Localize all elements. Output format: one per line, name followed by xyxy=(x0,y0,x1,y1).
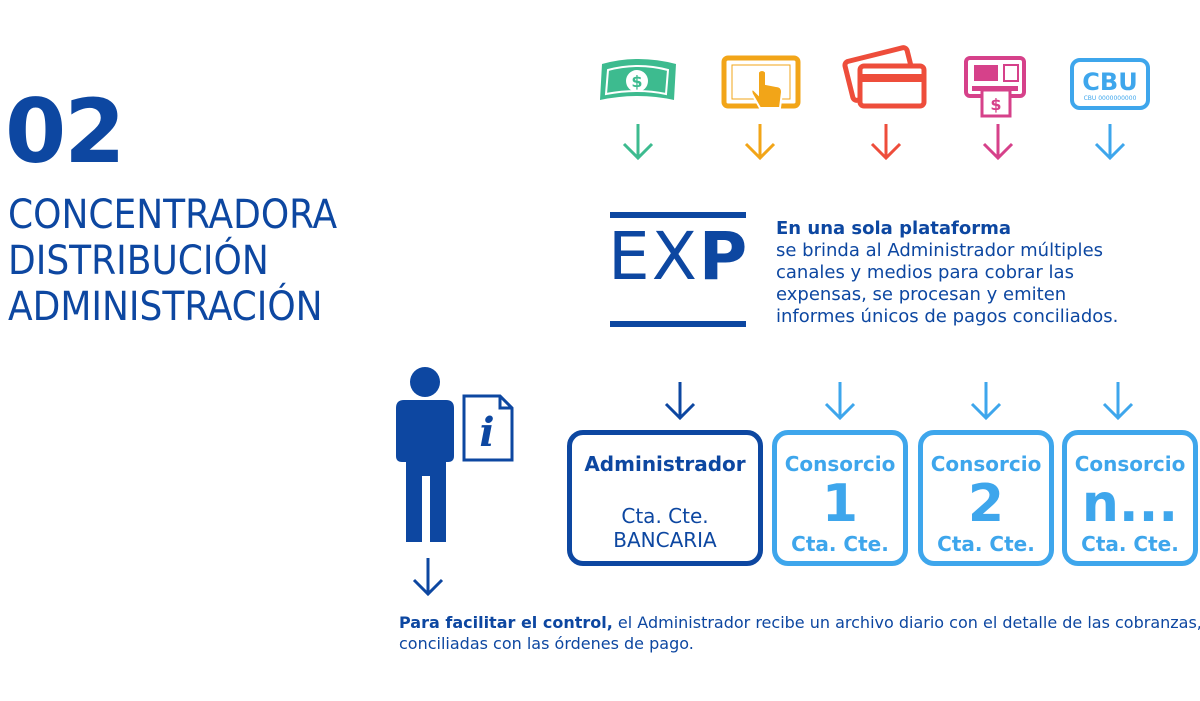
atm-icon: $ xyxy=(964,56,1026,118)
arrow-down-icon xyxy=(982,124,1014,161)
description-line: informes únicos de pagos conciliados. xyxy=(776,306,1119,327)
consorcio-box-n: Consorcio n... Cta. Cte. xyxy=(1062,430,1198,566)
admin-title: Administrador xyxy=(584,452,746,476)
consorcio-id: n... xyxy=(1081,474,1179,534)
person-info-icon: i xyxy=(396,367,514,542)
exp-logo-regular: EX xyxy=(608,218,699,295)
arrow-down-icon xyxy=(824,382,856,421)
admin-account-box: Administrador Cta. Cte. BANCARIA xyxy=(567,430,763,566)
svg-text:i: i xyxy=(479,409,494,456)
arrow-down-icon xyxy=(970,382,1002,421)
consorcio-title: Consorcio xyxy=(1074,452,1186,476)
footer-line-2: conciliadas con las órdenes de pago. xyxy=(399,634,694,653)
admin-account-type: Cta. Cte. BANCARIA xyxy=(572,504,758,552)
footer-note: Para facilitar el control, el Administra… xyxy=(399,612,1200,654)
consorcio-box-1: Consorcio 1 Cta. Cte. xyxy=(772,430,908,566)
footer-bold: Para facilitar el control, xyxy=(399,613,613,632)
consorcio-title: Consorcio xyxy=(930,452,1042,476)
consorcio-id: 2 xyxy=(967,474,1005,534)
footer-line-1: Para facilitar el control, el Administra… xyxy=(399,612,1200,633)
admin-account-line-1: Cta. Cte. xyxy=(621,504,709,528)
description-bold: En una sola plataforma xyxy=(776,218,1012,239)
arrow-down-icon xyxy=(1094,124,1126,161)
consorcio-account: Cta. Cte. xyxy=(791,532,889,556)
arrow-down-icon xyxy=(1102,382,1134,421)
section-title-line-3: ADMINISTRACIÓN xyxy=(8,284,323,330)
logo-bottom-bar xyxy=(610,321,746,327)
tablet-touch-icon xyxy=(721,55,801,109)
consorcio-title: Consorcio xyxy=(784,452,896,476)
description-line: se brinda al Administrador múltiples xyxy=(776,240,1104,261)
arrow-down-icon xyxy=(744,124,776,161)
description-line: canales y medios para cobrar las xyxy=(776,262,1074,283)
cbu-icon: CBU CBU 0000000000 xyxy=(1070,58,1150,110)
platform-description: En una sola plataforma se brinda al Admi… xyxy=(776,218,1118,328)
section-title-line-1: CONCENTRADORA xyxy=(8,192,338,238)
section-title-line-2: DISTRIBUCIÓN xyxy=(8,238,269,284)
consorcio-account: Cta. Cte. xyxy=(937,532,1035,556)
credit-cards-icon xyxy=(842,45,927,109)
logo-top-bar xyxy=(610,212,746,218)
cbu-label: CBU xyxy=(1082,68,1137,96)
description-line: expensas, se procesan y emiten xyxy=(776,284,1067,305)
arrow-down-icon xyxy=(664,382,696,421)
footer-line-1-rest: el Administrador recibe un archivo diari… xyxy=(612,613,1200,632)
arrow-down-icon xyxy=(622,124,654,161)
section-title: CONCENTRADORA DISTRIBUCIÓN ADMINISTRACIÓ… xyxy=(8,192,337,330)
svg-text:$: $ xyxy=(990,95,1001,114)
consorcio-id: 1 xyxy=(821,474,859,534)
exp-logo: EXP xyxy=(608,224,748,290)
section-number: 02 xyxy=(5,80,125,183)
cash-icon: $ xyxy=(600,59,676,100)
consorcio-account: Cta. Cte. xyxy=(1081,532,1179,556)
consorcio-box-2: Consorcio 2 Cta. Cte. xyxy=(918,430,1054,566)
cbu-sublabel: CBU 0000000000 xyxy=(1084,95,1137,102)
svg-text:$: $ xyxy=(631,72,642,91)
arrow-down-icon xyxy=(412,558,444,597)
admin-account-line-2: BANCARIA xyxy=(613,528,717,552)
exp-logo-bold: P xyxy=(698,218,750,295)
arrow-down-icon xyxy=(870,124,902,161)
